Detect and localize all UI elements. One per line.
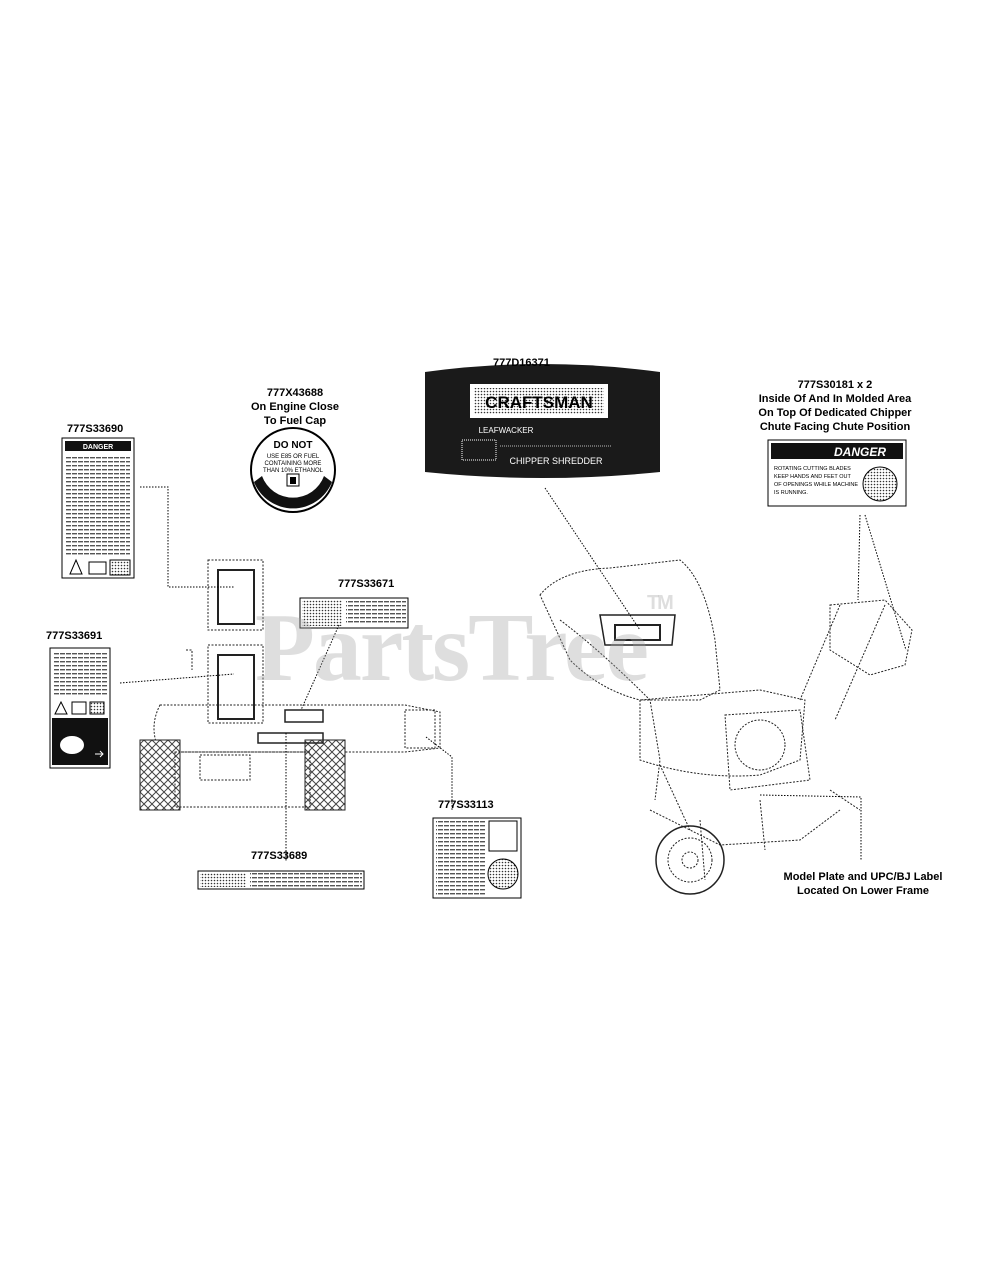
part-label-777S30181: 777S30181 x 2 Inside Of And In Molded Ar… xyxy=(745,378,925,434)
decal-777S33689 xyxy=(197,870,365,890)
warning-decal-777S33691 xyxy=(49,647,111,769)
danger-line-1: ROTATING CUTTING BLADES xyxy=(774,466,851,472)
danger-line-2: KEEP HANDS AND FEET OUT xyxy=(774,474,851,480)
part-id: 777S30181 x 2 xyxy=(797,379,873,391)
fuel-do-not-text: DO NOT xyxy=(274,440,313,451)
danger-word-text: DANGER xyxy=(834,445,886,459)
part-note-line-2: On Top Of Dedicated Chipper xyxy=(758,407,912,419)
left-machine-drawing xyxy=(139,559,441,811)
model-plate-line-1: Model Plate and UPC/BJ Label xyxy=(783,871,943,883)
warning-word-text: DANGER xyxy=(83,444,113,451)
danger-line-4: IS RUNNING. xyxy=(774,490,808,496)
warning-decal-777S33690: DANGER xyxy=(61,437,135,579)
model-plate-line-2: Located On Lower Frame xyxy=(796,885,930,897)
model-plate-note: Model Plate and UPC/BJ Label Located On … xyxy=(770,870,956,898)
decal-777S33671 xyxy=(299,597,409,629)
leafwacker-text: LEAFWACKER xyxy=(479,426,534,435)
part-id: 777X43688 xyxy=(266,387,324,399)
part-label-777X43688: 777X43688 On Engine Close To Fuel Cap xyxy=(240,386,350,428)
fuel-line-3: THAN 10% ETHANOL xyxy=(263,468,324,474)
part-note-line-3: Chute Facing Chute Position xyxy=(759,421,911,433)
craftsman-brand-text: CRAFTSMAN xyxy=(485,393,593,412)
part-label-777S33671: 777S33671 xyxy=(338,578,395,590)
fuel-line-2: CONTAINING MORE xyxy=(265,461,322,467)
part-label-777S33113: 777S33113 xyxy=(438,799,494,811)
fuel-cap-decal: DO NOT USE E85 OR FUEL CONTAINING MORE T… xyxy=(250,427,336,513)
part-label-777S33691: 777S33691 xyxy=(46,630,103,642)
danger-line-3: OF OPENINGS WHILE MACHINE xyxy=(774,482,858,488)
watermark-text: PartsTree xyxy=(255,594,649,702)
part-note-line-1: Inside Of And In Molded Area xyxy=(758,393,912,405)
right-machine-drawing xyxy=(539,559,913,895)
fuel-line-1: USE E85 OR FUEL xyxy=(267,454,320,460)
watermark-tm: TM xyxy=(646,592,674,614)
part-label-777S33689: 777S33689 xyxy=(251,850,308,862)
danger-decal-777S30181: DANGER ROTATING CUTTING BLADES KEEP HAND… xyxy=(767,439,907,507)
decal-777S33113 xyxy=(432,817,522,899)
part-note-line-1: On Engine Close xyxy=(250,401,339,413)
leader-lines xyxy=(119,486,907,862)
craftsman-decal: CRAFTSMAN LEAFWACKER CHIPPER SHREDDER xyxy=(425,364,660,478)
watermark: PartsTreeTM xyxy=(255,592,674,704)
part-label-777S33690: 777S33690 xyxy=(67,423,124,435)
part-label-777D16371: 777D16371 xyxy=(493,357,550,369)
part-note-line-2: To Fuel Cap xyxy=(263,415,327,427)
chipper-shredder-text: CHIPPER SHREDDER xyxy=(509,456,603,466)
